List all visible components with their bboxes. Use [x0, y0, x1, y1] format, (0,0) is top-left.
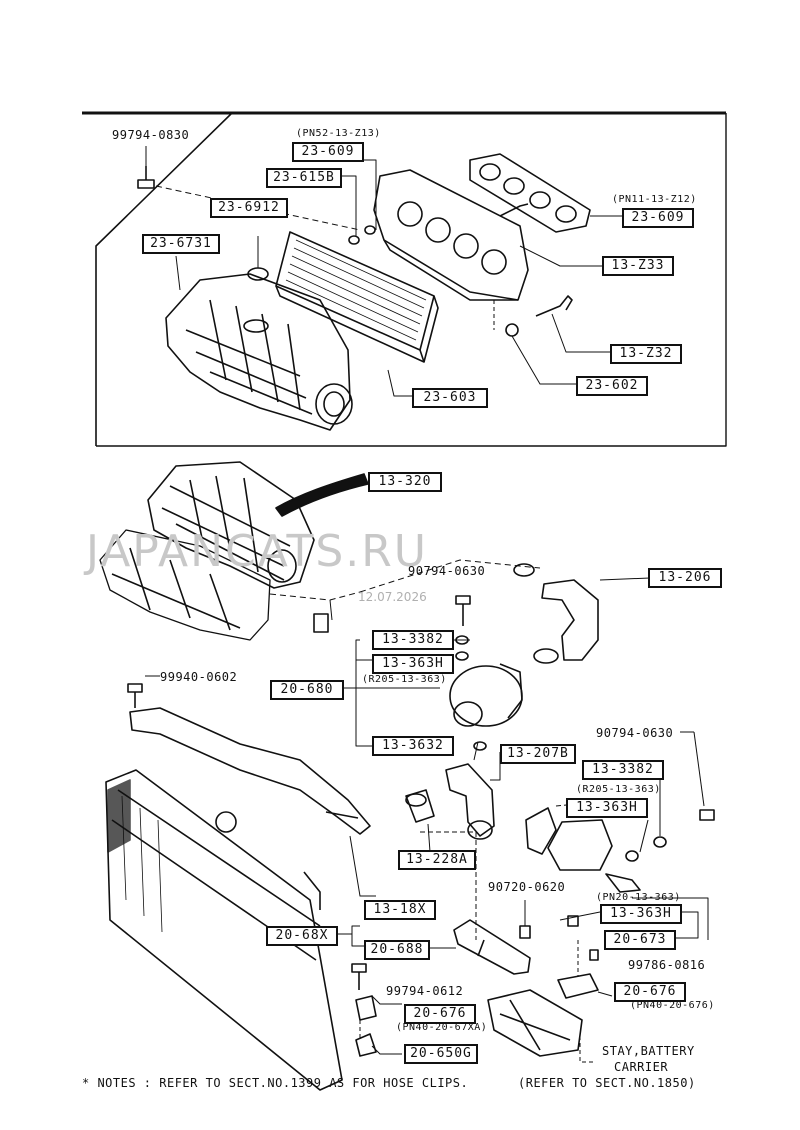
- part-r205-13-363-b: (R205-13-363): [576, 784, 661, 795]
- air-cleaner-cover-drawing: [165, 273, 353, 431]
- gasket-drawing: [469, 153, 591, 233]
- part-23-6731: 23-6731: [142, 234, 220, 254]
- part-20-676-right: 20-676: [614, 982, 686, 1002]
- watermark: JAPANCATS.RU: [86, 526, 429, 577]
- part-99786-0816: 99786-0816: [628, 958, 706, 972]
- part-pn11-13-z12: (PN11-13-Z12): [612, 194, 697, 205]
- part-13-320: 13-320: [368, 472, 442, 492]
- part-23-609-top: 23-609: [292, 142, 364, 162]
- stay-battery-label: STAY,BATTERY: [602, 1044, 695, 1058]
- part-13-206: 13-206: [648, 568, 722, 588]
- part-13-3382-b: 13-3382: [582, 760, 664, 780]
- part-20-650g: 20-650G: [404, 1044, 478, 1064]
- part-r205-13-363-a: (R205-13-363): [362, 674, 447, 685]
- part-99794-0830: 99794-0830: [112, 128, 190, 142]
- part-13-z32: 13-Z32: [610, 344, 682, 364]
- part-13-3632: 13-3632: [372, 736, 454, 756]
- part-20-688: 20-688: [364, 940, 430, 960]
- part-pn40-20-676: (PN40-20-676): [630, 1000, 715, 1011]
- resonator-drawing: [449, 663, 523, 727]
- intake-manifold-drawing: [99, 529, 271, 641]
- part-23-602: 23-602: [576, 376, 648, 396]
- part-13-18x: 13-18X: [364, 900, 436, 920]
- part-20-673: 20-673: [604, 930, 676, 950]
- part-99794-0612: 99794-0612: [386, 984, 464, 998]
- radiator-drawing: [105, 769, 343, 1091]
- part-20-68x: 20-68X: [266, 926, 338, 946]
- part-pn20-13-363: (PN20-13-363): [596, 892, 681, 903]
- part-23-6912: 23-6912: [210, 198, 288, 218]
- part-13-363h-b: 13-363H: [566, 798, 648, 818]
- air-cleaner-assembly-drawing: [147, 461, 315, 589]
- part-pn40-20-67xa: (PN40-20-67XA): [396, 1022, 488, 1033]
- part-13-363h-c: 13-363H: [600, 904, 682, 924]
- part-23-615b: 23-615B: [266, 168, 342, 188]
- part-90720-0620: 90720-0620: [488, 880, 566, 894]
- part-13-363h-a: 13-363H: [372, 654, 454, 674]
- watermark-date: 12.07.2026: [358, 590, 427, 604]
- notes-footer: * NOTES : REFER TO SECT.NO.1399 AS FOR H…: [82, 1076, 469, 1090]
- part-20-676-left: 20-676: [404, 1004, 476, 1024]
- part-90794-0630-a: 90794-0630: [408, 564, 486, 578]
- part-13-207b: 13-207B: [500, 744, 576, 764]
- part-13-228a: 13-228A: [398, 850, 476, 870]
- part-99940-0602: 99940-0602: [160, 670, 238, 684]
- part-23-609-right: 23-609: [622, 208, 694, 228]
- part-13-3382-a: 13-3382: [372, 630, 454, 650]
- part-13-z33: 13-Z33: [602, 256, 674, 276]
- connector-drawing: [405, 763, 495, 840]
- part-20-680: 20-680: [270, 680, 344, 700]
- part-90794-0630-b: 90794-0630: [596, 726, 674, 740]
- refer-sect-1850-label: (REFER TO SECT.NO.1850): [518, 1076, 696, 1090]
- bolt-drawing: [137, 146, 155, 189]
- carrier-label: CARRIER: [614, 1060, 669, 1074]
- filter-element-drawing: [275, 231, 439, 363]
- part-pn52-13-z13: (PN52-13-Z13): [296, 128, 381, 139]
- part-23-603: 23-603: [412, 388, 488, 408]
- hose-13-206-drawing: [513, 563, 599, 664]
